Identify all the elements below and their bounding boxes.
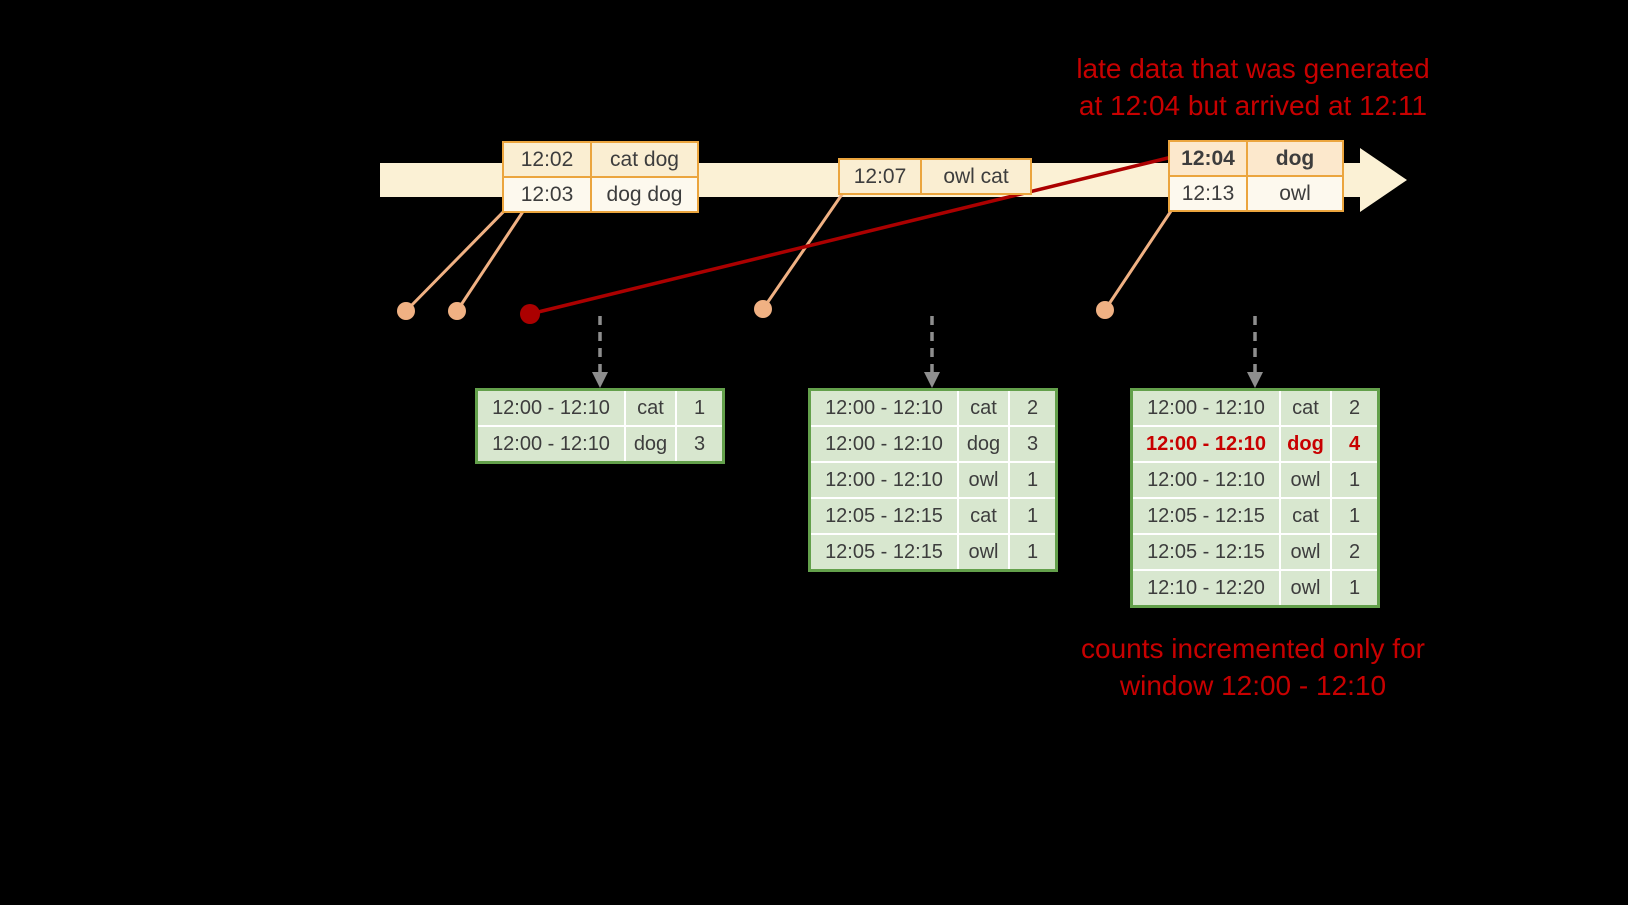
word-cell: owl [1281, 535, 1330, 569]
event-connector-line [404, 201, 514, 313]
result-table-2: 12:00 - 12:10 cat 2 12:00 - 12:10 dog 3 … [808, 388, 1058, 572]
window-cell: 12:10 - 12:20 [1133, 571, 1279, 605]
count-cell: 1 [1010, 463, 1055, 497]
word-cell: cat [959, 391, 1008, 425]
count-cell: 1 [1332, 499, 1377, 533]
word-cell: owl [959, 535, 1008, 569]
word-cell: owl [1281, 571, 1330, 605]
count-cell: 1 [1010, 535, 1055, 569]
count-cell: 2 [1010, 391, 1055, 425]
window-cell: 12:00 - 12:10 [1133, 391, 1279, 425]
window-cell: 12:00 - 12:10 [811, 391, 957, 425]
event-time: 12:02 [504, 143, 592, 176]
event-words: dog dog [592, 178, 697, 211]
count-cell: 4 [1332, 427, 1377, 461]
event-time: 12:04 [1170, 142, 1248, 175]
window-cell: 12:00 - 12:10 [1133, 427, 1279, 461]
table-row: 12:05 - 12:15 owl 1 [811, 535, 1055, 569]
window-cell: 12:05 - 12:15 [1133, 499, 1279, 533]
table-row: 12:00 - 12:10 dog 3 [811, 427, 1055, 461]
event-connector-line [761, 189, 847, 310]
late-data-annotation: late data that was generated at 12:04 bu… [1018, 50, 1488, 124]
count-cell: 1 [1332, 571, 1377, 605]
table-row: 12:00 - 12:10 cat 2 [1133, 391, 1377, 425]
word-cell: cat [626, 391, 675, 425]
event-words: owl cat [922, 160, 1030, 193]
window-cell: 12:00 - 12:10 [811, 463, 957, 497]
window-cell: 12:00 - 12:10 [478, 391, 624, 425]
event-dot [1096, 301, 1114, 319]
word-cell: cat [1281, 391, 1330, 425]
event-row: 12:13 owl [1170, 175, 1342, 210]
word-cell: cat [1281, 499, 1330, 533]
table-row: 12:00 - 12:10 owl 1 [811, 463, 1055, 497]
word-cell: owl [1281, 463, 1330, 497]
word-cell: dog [1281, 427, 1330, 461]
window-cell: 12:05 - 12:15 [811, 499, 957, 533]
table-row-late-update: 12:00 - 12:10 dog 4 [1133, 427, 1377, 461]
word-cell: dog [959, 427, 1008, 461]
word-cell: owl [959, 463, 1008, 497]
table-row: 12:00 - 12:10 dog 3 [478, 427, 722, 461]
result-table-1: 12:00 - 12:10 cat 1 12:00 - 12:10 dog 3 [475, 388, 725, 464]
table-row: 12:00 - 12:10 cat 2 [811, 391, 1055, 425]
trigger-arrow-head [1247, 372, 1263, 388]
event-box-12-04-late: 12:04 dog 12:13 owl [1168, 140, 1344, 212]
event-time: 12:03 [504, 178, 592, 211]
annotation-line: counts incremented only for [1081, 633, 1425, 664]
window-cell: 12:00 - 12:10 [811, 427, 957, 461]
count-cell: 2 [1332, 391, 1377, 425]
table-row: 12:00 - 12:10 owl 1 [1133, 463, 1377, 497]
count-cell: 2 [1332, 535, 1377, 569]
event-box-12-02: 12:02 cat dog 12:03 dog dog [502, 141, 699, 213]
table-row: 12:10 - 12:20 owl 1 [1133, 571, 1377, 605]
annotation-line: at 12:04 but arrived at 12:11 [1078, 90, 1428, 121]
event-row: 12:07 owl cat [840, 160, 1030, 193]
trigger-arrow-head [924, 372, 940, 388]
count-cell: 3 [677, 427, 722, 461]
count-cell: 1 [1010, 499, 1055, 533]
event-time: 12:07 [840, 160, 922, 193]
table-row: 12:05 - 12:15 cat 1 [1133, 499, 1377, 533]
window-cell: 12:05 - 12:15 [811, 535, 957, 569]
event-dot [397, 302, 415, 320]
window-cell: 12:05 - 12:15 [1133, 535, 1279, 569]
table-row: 12:05 - 12:15 cat 1 [811, 499, 1055, 533]
counts-annotation: counts incremented only for window 12:00… [1018, 630, 1488, 704]
event-words: cat dog [592, 143, 697, 176]
count-cell: 1 [677, 391, 722, 425]
late-event-dot [520, 304, 540, 324]
word-cell: dog [626, 427, 675, 461]
event-box-12-07: 12:07 owl cat [838, 158, 1032, 195]
late-data-connector-line [529, 155, 1173, 316]
annotation-line: late data that was generated [1076, 53, 1430, 84]
window-cell: 12:00 - 12:10 [478, 427, 624, 461]
table-row: 12:05 - 12:15 owl 2 [1133, 535, 1377, 569]
event-words: owl [1248, 177, 1342, 210]
trigger-arrow-head [592, 372, 608, 388]
event-connector-line [455, 206, 528, 312]
count-cell: 3 [1010, 427, 1055, 461]
event-dot [448, 302, 466, 320]
late-event-row: 12:04 dog [1170, 142, 1342, 175]
word-cell: cat [959, 499, 1008, 533]
event-dot [754, 300, 772, 318]
event-words: dog [1248, 142, 1342, 175]
count-cell: 1 [1332, 463, 1377, 497]
event-row: 12:03 dog dog [504, 176, 697, 211]
event-connector-line [1103, 204, 1177, 311]
event-time: 12:13 [1170, 177, 1248, 210]
result-table-3: 12:00 - 12:10 cat 2 12:00 - 12:10 dog 4 … [1130, 388, 1380, 608]
window-cell: 12:00 - 12:10 [1133, 463, 1279, 497]
annotation-line: window 12:00 - 12:10 [1119, 670, 1387, 701]
event-row: 12:02 cat dog [504, 143, 697, 176]
table-row: 12:00 - 12:10 cat 1 [478, 391, 722, 425]
